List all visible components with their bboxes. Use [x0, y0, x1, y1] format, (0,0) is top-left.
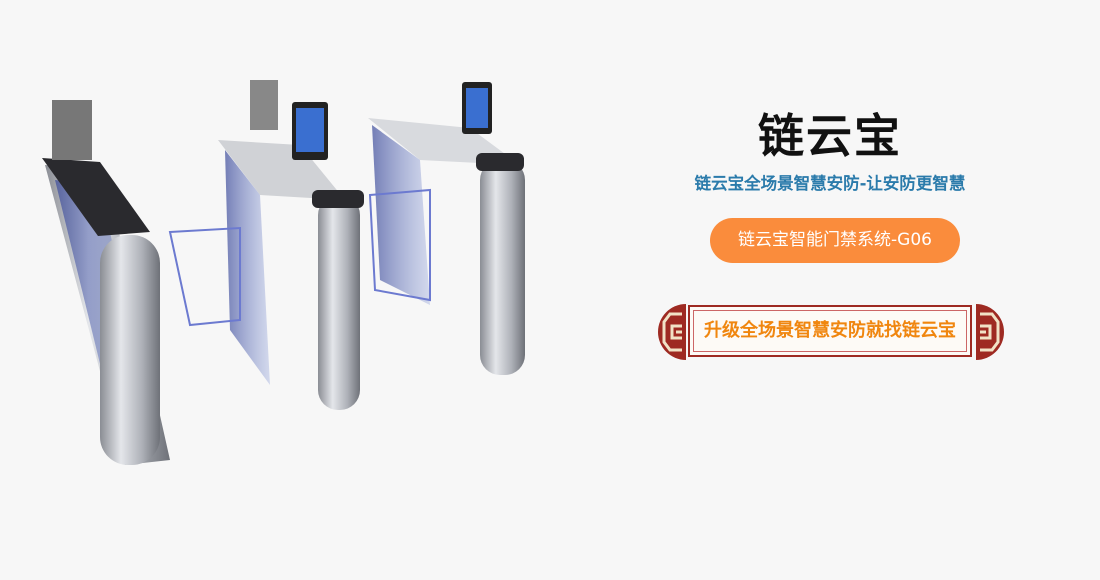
ornament-right-icon: [976, 304, 1004, 360]
left-gate: [42, 100, 170, 465]
promo-banner: 升级全场景智慧安防就找链云宝: [652, 304, 1010, 360]
product-button[interactable]: 链云宝智能门禁系统-G06: [710, 218, 960, 263]
banner-box: 升级全场景智慧安防就找链云宝: [688, 305, 972, 357]
ornament-left-icon: [658, 304, 686, 360]
slogan: 链云宝全场景智慧安防-让安防更智慧: [694, 174, 966, 193]
middle-gate: [168, 80, 364, 410]
banner-text: 升级全场景智慧安防就找链云宝: [704, 320, 956, 341]
right-gate: [368, 82, 525, 375]
brand-title: 链云宝: [758, 109, 902, 163]
turnstile-gates-image: [42, 80, 525, 465]
